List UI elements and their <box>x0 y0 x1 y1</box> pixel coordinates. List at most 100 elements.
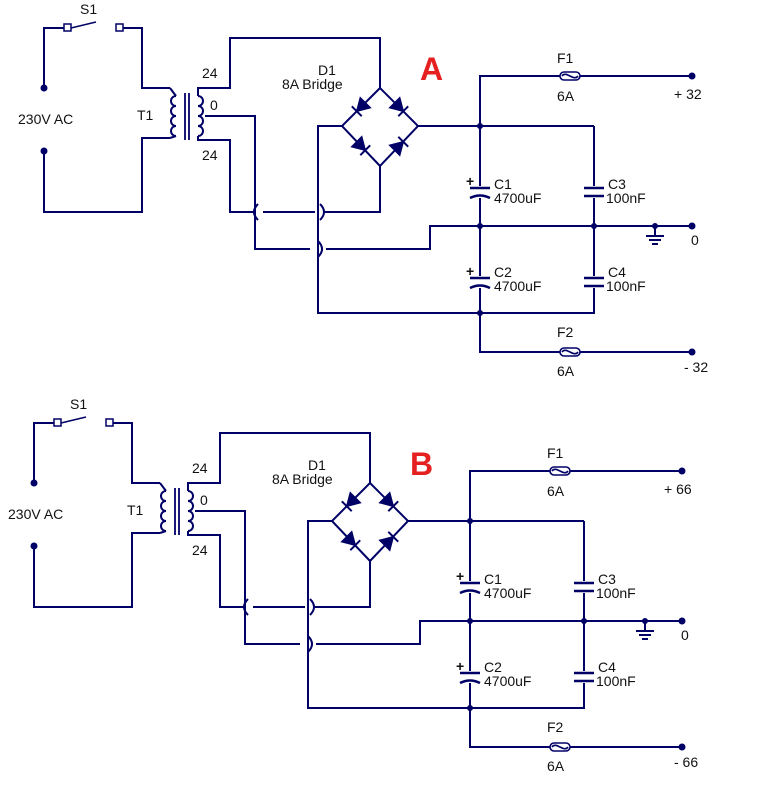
fuse-f1 <box>559 71 581 81</box>
c3-value-label: 100nF <box>606 190 646 206</box>
output-zero-label: 0 <box>681 627 689 643</box>
fuse2-name-label: F2 <box>547 719 564 735</box>
diode-icon <box>341 491 362 512</box>
c1-name-label: C1 <box>494 176 512 192</box>
output-positive-label: + 32 <box>674 86 702 102</box>
wire-crossover <box>309 598 315 616</box>
bridge-name-label: D1 <box>308 457 326 473</box>
switch-lever <box>60 416 87 424</box>
diode-bridge-icon <box>330 482 410 563</box>
output-zero-label: 0 <box>691 232 699 248</box>
bridge-outline <box>340 87 420 168</box>
ground-icon <box>636 621 654 640</box>
fuse-f2 <box>549 742 571 752</box>
ac-input-label: 230V AC <box>18 111 73 127</box>
mains-wire <box>113 422 160 484</box>
mains-wire-top <box>43 27 64 88</box>
cap-wire <box>480 288 595 314</box>
switch-lever <box>70 21 97 29</box>
polarity-plus-icon: + <box>456 658 464 674</box>
bridge-outline <box>330 482 410 563</box>
terminal-icon <box>678 743 686 751</box>
c2-name-label: C2 <box>494 264 512 280</box>
fuse-f1 <box>549 466 571 476</box>
fuse1-name-label: F1 <box>557 50 574 66</box>
capacitor-c2: + <box>456 658 481 685</box>
diode-icon <box>351 96 372 117</box>
c4-name-label: C4 <box>598 659 616 675</box>
negative-rail-wire <box>317 125 480 314</box>
ground-icon <box>646 226 664 245</box>
capacitor-c4 <box>584 276 604 288</box>
fuse1-rating-label: 6A <box>557 88 575 104</box>
switch-label: S1 <box>80 1 97 17</box>
terminal-icon <box>688 222 696 230</box>
transformer-label: T1 <box>127 502 144 518</box>
fuse1-rating-label: 6A <box>547 483 565 499</box>
capacitor-c3 <box>574 581 594 593</box>
center-tap-wire <box>195 510 300 645</box>
c3-name-label: C3 <box>608 176 626 192</box>
c1-name-label: C1 <box>484 571 502 587</box>
c3-name-label: C3 <box>598 571 616 587</box>
fuse2-rating-label: 6A <box>547 758 565 774</box>
terminal-icon <box>688 72 696 80</box>
wire-crossover <box>307 635 313 653</box>
c4-value-label: 100nF <box>596 673 636 689</box>
diode-icon <box>378 531 399 552</box>
transformer-label: T1 <box>137 107 154 123</box>
cap-wire <box>479 288 560 353</box>
c2-name-label: C2 <box>484 659 502 675</box>
tap-bottom-label: 24 <box>192 542 208 558</box>
capacitor-c2: + <box>466 263 491 290</box>
terminal-icon <box>678 467 686 475</box>
transformer-icon <box>170 93 204 140</box>
switch-icon <box>63 23 72 32</box>
switch-label: S1 <box>70 396 87 412</box>
diode-icon <box>388 136 409 157</box>
wire-crossover <box>319 203 325 221</box>
tap-center-label: 0 <box>210 97 218 113</box>
primary-lead <box>169 135 177 139</box>
bridge-name-label: D1 <box>318 62 336 78</box>
capacitor-c3 <box>584 186 604 198</box>
fuse2-name-label: F2 <box>557 324 574 340</box>
positive-output-wire <box>469 470 550 521</box>
primary-lead <box>159 530 167 534</box>
cap-wire <box>469 683 550 748</box>
bridge-rating-label: 8A Bridge <box>282 76 343 92</box>
terminal-icon <box>30 479 38 487</box>
diode-icon <box>350 135 371 156</box>
center-tap-wire <box>326 225 480 250</box>
fuse-f2 <box>559 347 581 357</box>
cap-wire <box>470 683 585 709</box>
secondary-bottom-wire <box>197 136 253 213</box>
terminal-icon <box>40 84 48 92</box>
output-negative-label: - 32 <box>684 359 708 375</box>
c2-value-label: 4700uF <box>484 673 531 689</box>
terminal-icon <box>678 617 686 625</box>
negative-rail-wire <box>307 520 470 709</box>
primary-lead <box>159 482 167 492</box>
tap-center-label: 0 <box>200 492 208 508</box>
c1-value-label: 4700uF <box>494 190 541 206</box>
section-label: A <box>420 51 443 87</box>
mains-wire-bottom <box>33 532 160 608</box>
fuse1-name-label: F1 <box>547 445 564 461</box>
wire-crossover <box>317 240 323 258</box>
ac-input-label: 230V AC <box>8 506 63 522</box>
mains-wire <box>123 27 170 89</box>
fuse2-rating-label: 6A <box>557 363 575 379</box>
capacitor-c4 <box>574 671 594 683</box>
c2-value-label: 4700uF <box>494 278 541 294</box>
diode-bridge-icon <box>340 87 420 168</box>
terminal-icon <box>688 348 696 356</box>
polarity-plus-icon: + <box>456 568 464 584</box>
diode-icon <box>388 96 409 117</box>
polarity-plus-icon: + <box>466 263 474 279</box>
secondary-bottom-wire <box>315 561 371 608</box>
diode-icon <box>340 530 361 551</box>
